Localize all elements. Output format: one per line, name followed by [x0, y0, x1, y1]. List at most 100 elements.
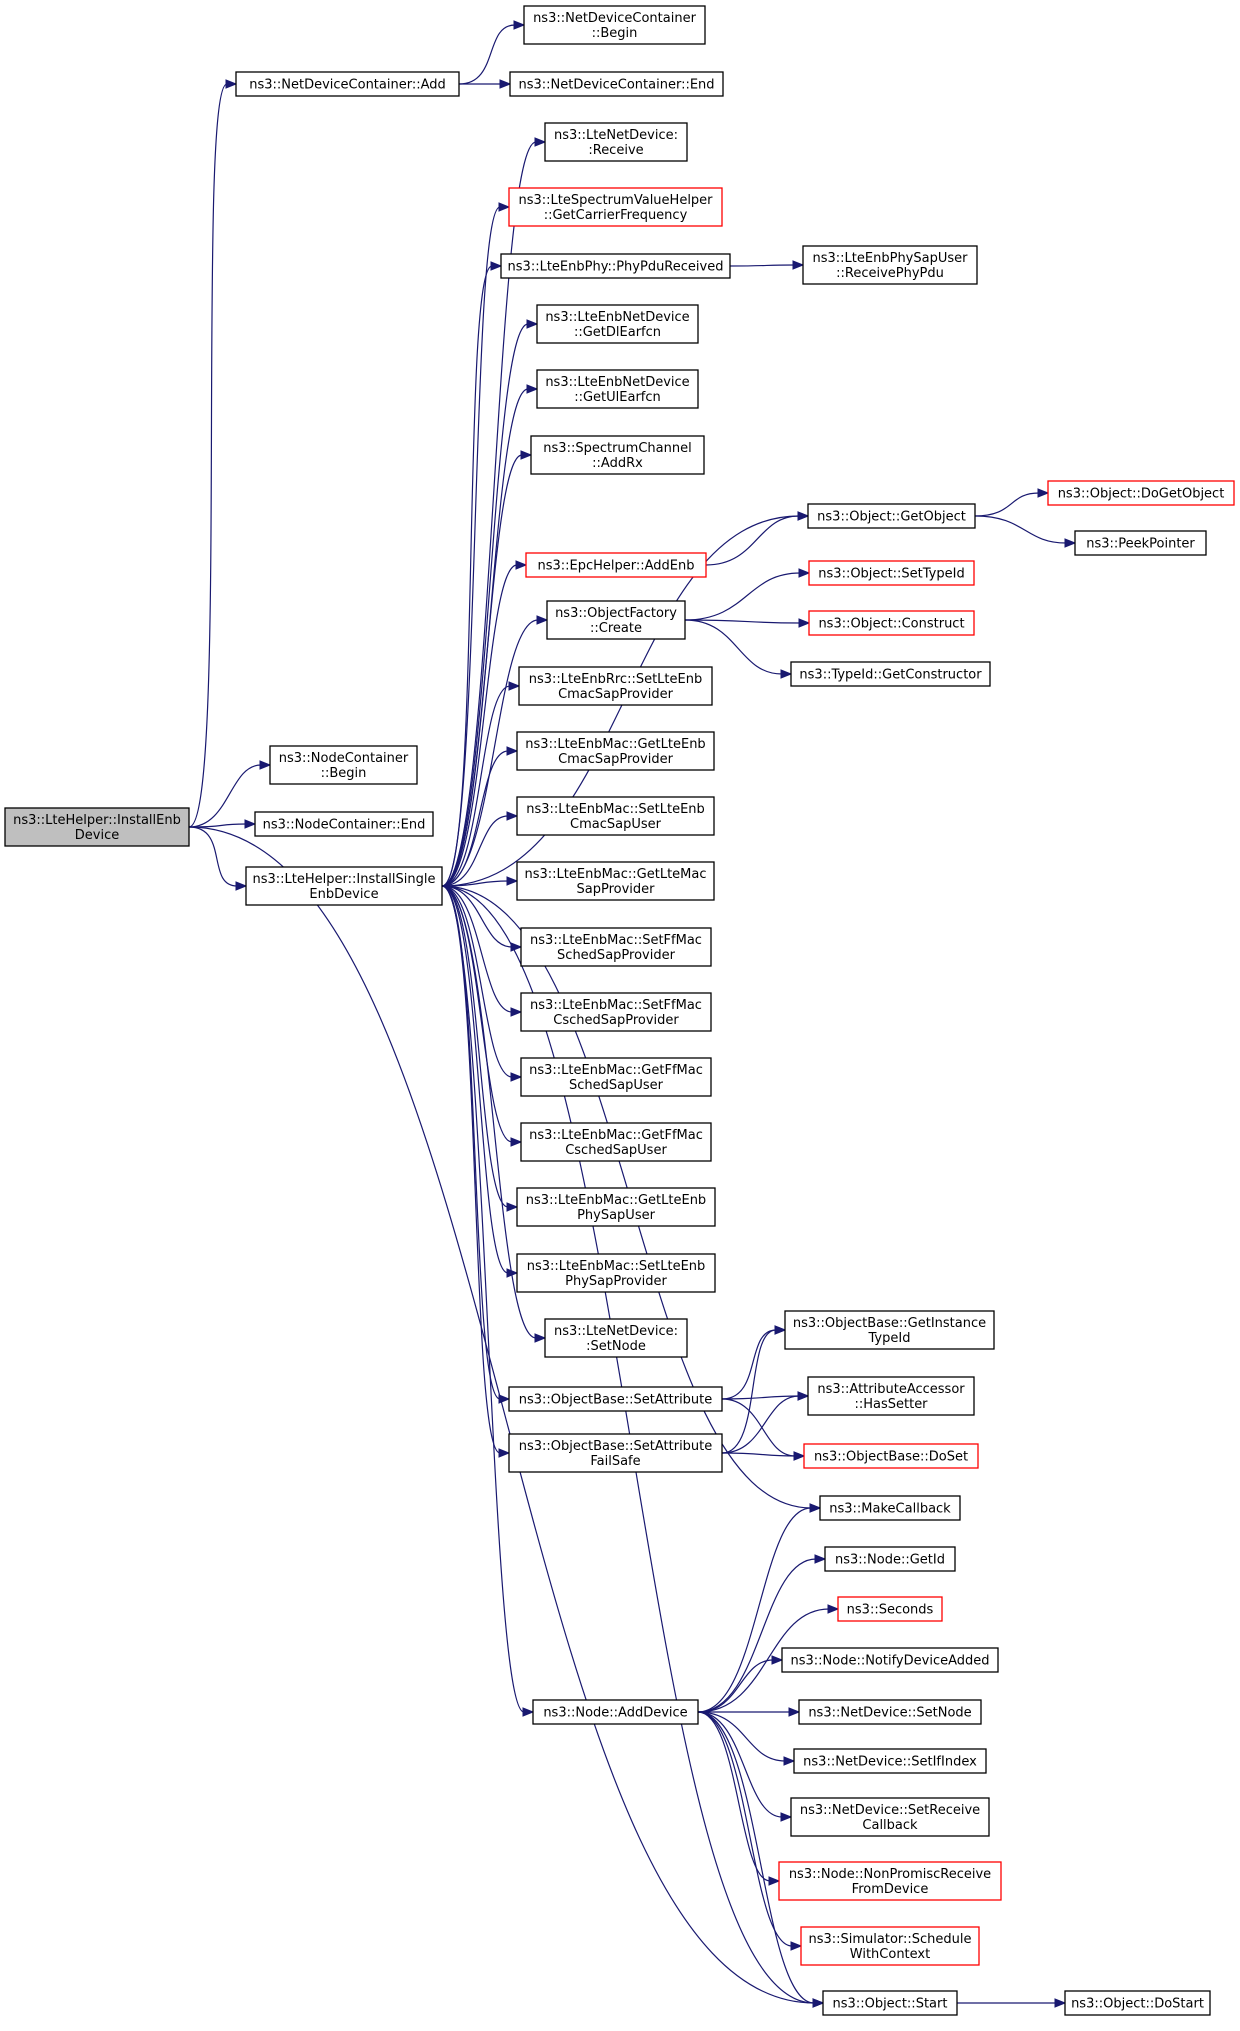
node-label: ns3::LteEnbMac::SetFfMac: [530, 998, 702, 1013]
node-box: [516, 861, 715, 901]
node-label: ns3::Node::NonPromiscReceive: [789, 1867, 991, 1882]
node-peekpointer[interactable]: ns3::PeekPointer: [1074, 530, 1207, 556]
node-phy-pdu[interactable]: ns3::LteEnbPhy::PhyPduReceived: [500, 253, 731, 279]
node-label: ns3::Object::DoStart: [1071, 1997, 1204, 2012]
edge-line: [721, 1398, 796, 1457]
node-ndc-end[interactable]: ns3::NetDeviceContainer::End: [509, 71, 724, 97]
node-epc-addenb[interactable]: ns3::EpcHelper::AddEnb: [525, 552, 707, 578]
call-edge: [441, 261, 503, 887]
node-label: ns3::LteEnbNetDevice: [545, 310, 689, 325]
arrowhead-icon: [536, 615, 549, 625]
node-label: ns3::LteHelper::InstallEnb: [13, 813, 181, 828]
call-edge: [697, 1711, 781, 1886]
node-box: [508, 187, 723, 227]
node-lnd-setnode[interactable]: ns3::LteNetDevice::SetNode: [544, 1318, 688, 1358]
arrowhead-icon: [797, 1391, 810, 1401]
call-edge: [441, 560, 528, 887]
node-makecallback[interactable]: ns3::MakeCallback: [819, 1495, 961, 1521]
call-edge: [697, 1711, 803, 1951]
node-label: ns3::LteSpectrumValueHelper: [518, 193, 713, 208]
call-edge: [721, 1391, 810, 1454]
arrowhead-icon: [244, 819, 257, 829]
edge-line: [441, 141, 537, 887]
node-label: ns3::ObjectBase::DoSet: [814, 1450, 968, 1465]
node-lsvh[interactable]: ns3::LteSpectrumValueHelper::GetCarrierF…: [508, 187, 723, 227]
node-box: [536, 369, 699, 409]
node-settypeid[interactable]: ns3::Object::SetTypeId: [808, 560, 975, 586]
edge-line: [697, 1711, 783, 1818]
node-node-adddevice[interactable]: ns3::Node::AddDevice: [532, 1699, 699, 1725]
node-mac-setffcsched[interactable]: ns3::LteEnbMac::SetFfMacCschedSapProvide…: [520, 992, 712, 1032]
node-label: ns3::Object::GetObject: [817, 510, 966, 525]
call-edge: [441, 885, 519, 1212]
call-edge: [188, 826, 248, 891]
node-getdl[interactable]: ns3::LteEnbNetDevice::GetDlEarfcn: [536, 304, 699, 344]
node-label: CschedSapUser: [565, 1143, 667, 1158]
node-label: ns3::NetDeviceContainer::Add: [249, 78, 446, 93]
node-box: [1074, 530, 1207, 556]
node-node-getid[interactable]: ns3::Node::GetId: [824, 1546, 956, 1572]
node-box: [808, 560, 975, 586]
node-ob-setattr[interactable]: ns3::ObjectBase::SetAttribute: [508, 1386, 723, 1412]
node-label: ns3::ObjectFactory: [555, 606, 677, 621]
arrowhead-icon: [780, 669, 793, 679]
node-getobject[interactable]: ns3::Object::GetObject: [807, 503, 976, 529]
node-obj-start[interactable]: ns3::Object::Start: [822, 1990, 958, 2016]
node-box: [525, 552, 707, 578]
node-label: SchedSapProvider: [557, 948, 676, 963]
node-label: ns3::NetDevice::SetNode: [808, 1706, 971, 1721]
node-lnd-receive[interactable]: ns3::LteNetDevice::Receive: [544, 122, 688, 162]
node-label: ns3::LteEnbRrc::SetLteEnb: [529, 672, 702, 687]
arrowhead-icon: [1054, 1998, 1067, 2008]
node-label: ns3::AttributeAccessor: [817, 1382, 965, 1397]
call-edge: [684, 619, 793, 679]
node-box: [822, 1990, 958, 2016]
node-label: PhySapUser: [577, 1208, 656, 1223]
node-box: [520, 927, 712, 967]
node-ob-doset[interactable]: ns3::ObjectBase::DoSet: [803, 1443, 979, 1469]
call-edge: [729, 260, 805, 270]
node-nd-setifindex[interactable]: ns3::NetDevice::SetIfIndex: [793, 1748, 987, 1774]
node-setconstructor[interactable]: ns3::TypeId::GetConstructor: [790, 661, 991, 687]
node-aa-hassetter[interactable]: ns3::AttributeAccessor::HasSetter: [807, 1376, 975, 1416]
node-label: ns3::LteEnbNetDevice: [545, 375, 689, 390]
node-box: [4, 807, 190, 847]
node-addrx[interactable]: ns3::SpectrumChannel::AddRx: [530, 435, 705, 475]
node-nd-setnode[interactable]: ns3::NetDevice::SetNode: [798, 1699, 982, 1725]
call-edge: [441, 885, 523, 1017]
node-construct[interactable]: ns3::Object::Construct: [808, 610, 975, 636]
node-physapuser[interactable]: ns3::LteEnbPhySapUser::ReceivePhyPdu: [802, 245, 978, 285]
node-nc-end[interactable]: ns3::NodeContainer::End: [254, 811, 434, 837]
node-box: [235, 71, 460, 97]
node-ndc-add[interactable]: ns3::NetDeviceContainer::Add: [235, 71, 460, 97]
node-getul[interactable]: ns3::LteEnbNetDevice::GetUlEarfcn: [536, 369, 699, 409]
node-label: ns3::Node::AddDevice: [543, 1706, 687, 1721]
node-box: [544, 122, 688, 162]
node-ndc-begin[interactable]: ns3::NetDeviceContainer::Begin: [523, 5, 706, 45]
node-nc-begin[interactable]: ns3::NodeContainer::Begin: [269, 745, 418, 785]
node-of-create[interactable]: ns3::ObjectFactory::Create: [546, 600, 686, 640]
node-box: [509, 71, 724, 97]
node-dogetobject[interactable]: ns3::Object::DoGetObject: [1047, 480, 1235, 506]
node-seconds[interactable]: ns3::Seconds: [837, 1596, 943, 1622]
node-label: ns3::LteEnbMac::SetLteEnb: [527, 1259, 706, 1274]
node-obj-dostart[interactable]: ns3::Object::DoStart: [1064, 1990, 1211, 2016]
call-edge: [441, 876, 519, 887]
node-node-notify[interactable]: ns3::Node::NotifyDeviceAdded: [781, 1647, 999, 1673]
